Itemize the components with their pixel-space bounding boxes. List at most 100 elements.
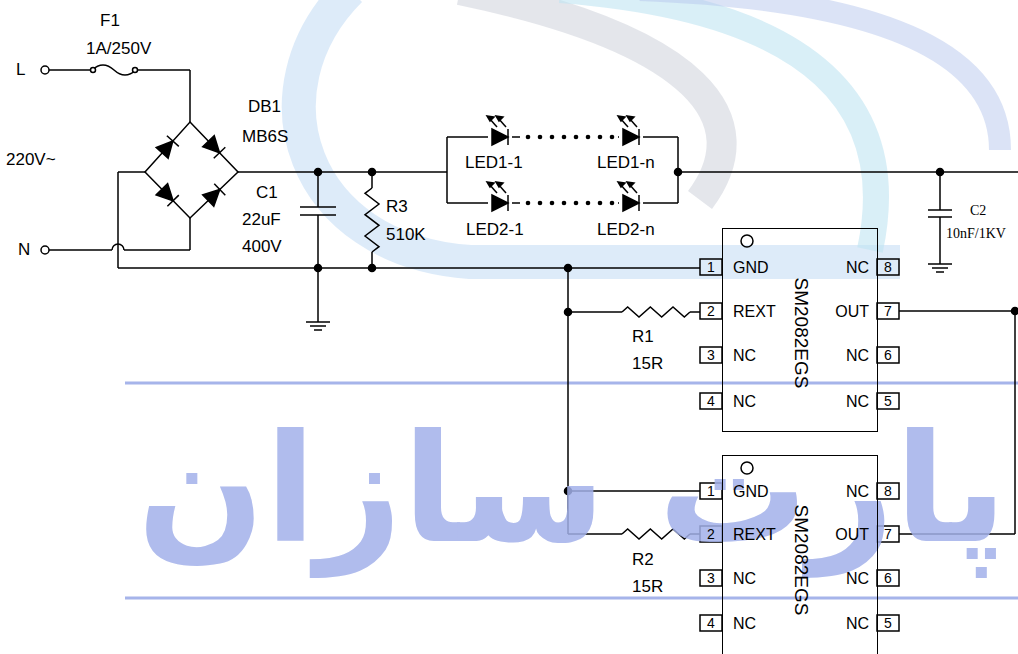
pin-number: 3 [700,348,722,362]
ground-symbol [306,321,330,323]
pin-box [700,615,722,631]
bridge-diode [203,189,220,206]
led-series-dots [526,135,531,140]
led-series-dots [574,135,579,140]
ground-symbol [314,329,322,331]
logo-swirl [125,0,1018,598]
wire [568,311,622,313]
pin-box [700,570,722,586]
part-label: LED2-1 [466,221,524,238]
bridge-diode [156,141,173,158]
wire [118,171,145,173]
wire [678,171,1018,173]
pin-number: 8 [877,260,899,274]
pin-name: NC [733,616,756,632]
fuse-symbol [133,68,138,73]
led-light-arrow [627,116,634,121]
pin-number: 2 [700,304,722,318]
wire [690,311,700,313]
wire [117,172,119,268]
wire [49,249,112,251]
pin-box [877,393,899,409]
wire [137,69,190,71]
wire [1014,311,1016,534]
capacitor-symbol [300,206,336,208]
pin-box [700,259,722,275]
wire [512,202,520,204]
led-symbol [492,195,508,211]
pin-name: NC [846,484,869,500]
pin-number: 7 [877,304,899,318]
pin-name: NC [846,394,869,410]
terminal [41,66,49,74]
wire [118,267,700,269]
led-series-dots [562,135,567,140]
wire [447,136,488,138]
junction-dot [675,169,682,176]
part-label: C1 [256,184,278,201]
pin-name: NC [733,394,756,410]
pin-box [700,347,722,363]
pin-number: 6 [877,348,899,362]
fuse-symbol [92,65,136,75]
wire [618,202,619,204]
ic-package: GNDREXTNCNCNCOUTNCNCSM2082EGS [722,228,878,432]
pin-name: NC [846,260,869,276]
led-light-arrow [496,116,503,121]
wire [643,136,678,138]
wire [124,249,190,251]
pin-box [700,393,722,409]
junction-dot [1012,308,1018,315]
pin1-marker [741,235,753,247]
pin-name: NC [846,571,869,587]
ground-symbol [936,271,944,273]
led-symbol [638,195,640,211]
junction-dot [315,265,322,272]
pin-number: 5 [877,394,899,408]
wire [189,218,191,250]
pin-box [877,259,899,275]
bridge-rectifier [145,122,238,218]
pin-name: NC [733,571,756,587]
pin-box [877,303,899,319]
pin-name: GND [733,260,769,276]
pin-number: 8 [877,484,899,498]
led-light-arrow [487,116,494,121]
wire [939,217,941,264]
junction-dot [369,169,376,176]
pin-number: 3 [700,571,722,585]
led-symbol [507,129,509,145]
wire [317,172,319,207]
part-label: R2 [632,551,654,568]
led-series-dots [562,201,567,206]
capacitor-symbol [928,209,952,211]
led-series-dots [586,135,591,140]
bridge-diode [203,136,220,153]
led-series-dots [598,135,603,140]
junction-dot [315,169,322,176]
led-series-dots [550,201,555,206]
pin-box [877,570,899,586]
part-label: C2 [970,204,986,218]
ground-symbol [932,267,948,269]
led-symbol [623,195,639,211]
wire [899,310,1015,312]
wire [939,172,941,210]
part-label: LED1-n [597,154,655,171]
pin-box [877,347,899,363]
part-label: DB1 [248,98,281,115]
wire [49,69,92,71]
part-label: LED1-1 [465,154,523,171]
part-label: 15R [632,578,663,595]
pin-number: 1 [700,260,722,274]
part-label: 15R [632,355,663,372]
led-light-arrow [496,182,503,187]
led-series-dots [538,135,543,140]
led-symbol [507,195,509,211]
wire [643,202,678,204]
fuse-symbol [91,68,96,73]
part-label: 220V~ [6,151,56,168]
ground-symbol [928,263,952,265]
part-label: 400V [242,238,282,255]
pin-name: NC [733,348,756,364]
